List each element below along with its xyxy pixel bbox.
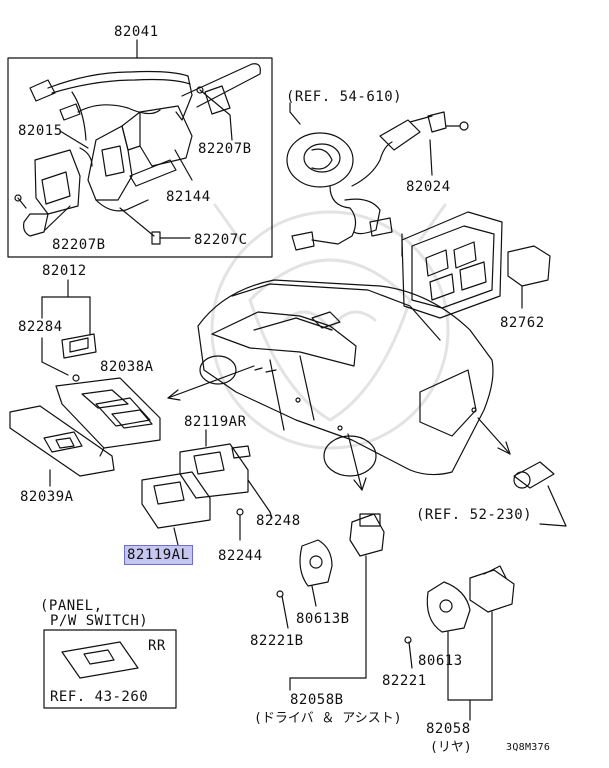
ref-label-52-230[interactable]: (REF. 52-230): [416, 507, 533, 523]
part-label-82284[interactable]: 82284: [18, 319, 63, 335]
part-label-82039a[interactable]: 82039A: [20, 489, 74, 505]
part-label-82221[interactable]: 82221: [382, 673, 427, 689]
part-label-82058b[interactable]: 82058B: [290, 692, 344, 708]
box-82041: [7, 57, 273, 258]
door-switch-rear-drawing: [404, 565, 515, 721]
part-label-82038a[interactable]: 82038A: [100, 359, 154, 375]
part-label-82207b-top[interactable]: 82207B: [198, 141, 252, 157]
door-switch-front-drawing: [276, 513, 385, 691]
panel-rr-label: RR: [148, 638, 166, 654]
part-label-82012[interactable]: 82012: [42, 263, 87, 279]
part-label-82248[interactable]: 82248: [256, 513, 301, 529]
panel-title-line1: (PANEL,: [40, 598, 103, 614]
inset-switch-drawing: [61, 641, 139, 679]
part-label-82024[interactable]: 82024: [406, 179, 451, 195]
clock-spring-drawing: [286, 102, 469, 251]
part-label-82144[interactable]: 82144: [166, 189, 211, 205]
part-label-82058-sub: (リヤ): [430, 740, 472, 755]
panel-title-line2: P/W SWITCH): [50, 613, 149, 629]
vehicle-drawing: [197, 279, 494, 477]
part-label-82058b-sub: (ドライバ ＆ アシスト): [254, 711, 402, 726]
panel-ref-label[interactable]: REF. 43-260: [50, 689, 149, 705]
relay-box-drawing: [401, 211, 503, 319]
part-label-82119al[interactable]: 82119AL: [124, 545, 193, 565]
part-label-80613b[interactable]: 80613B: [296, 611, 350, 627]
panel-drawing: [9, 405, 115, 487]
part-label-82244[interactable]: 82244: [218, 548, 263, 564]
part-label-82221b[interactable]: 82221B: [250, 633, 304, 649]
part-label-82119ar[interactable]: 82119AR: [184, 414, 247, 430]
part-label-82207c[interactable]: 82207C: [194, 232, 248, 248]
master-switch-drawing: [55, 374, 161, 457]
part-label-82015[interactable]: 82015: [18, 123, 63, 139]
part-label-82207b-bottom[interactable]: 82207B: [52, 237, 106, 253]
combination-switch-drawing: [23, 63, 261, 237]
watermark-emblem: [210, 203, 450, 450]
inset-box: [43, 629, 177, 709]
part-label-80613[interactable]: 80613: [418, 653, 463, 669]
ref-label-54-610[interactable]: (REF. 54-610): [286, 89, 403, 105]
part-label-82041[interactable]: 82041: [114, 24, 159, 40]
diagram-code: 3Q8M376: [506, 742, 551, 753]
part-label-82058[interactable]: 82058: [426, 721, 471, 737]
switch-82119ar-drawing: [179, 429, 251, 499]
switch-82119al-drawing: [141, 471, 211, 546]
part-label-82762[interactable]: 82762: [500, 315, 545, 331]
